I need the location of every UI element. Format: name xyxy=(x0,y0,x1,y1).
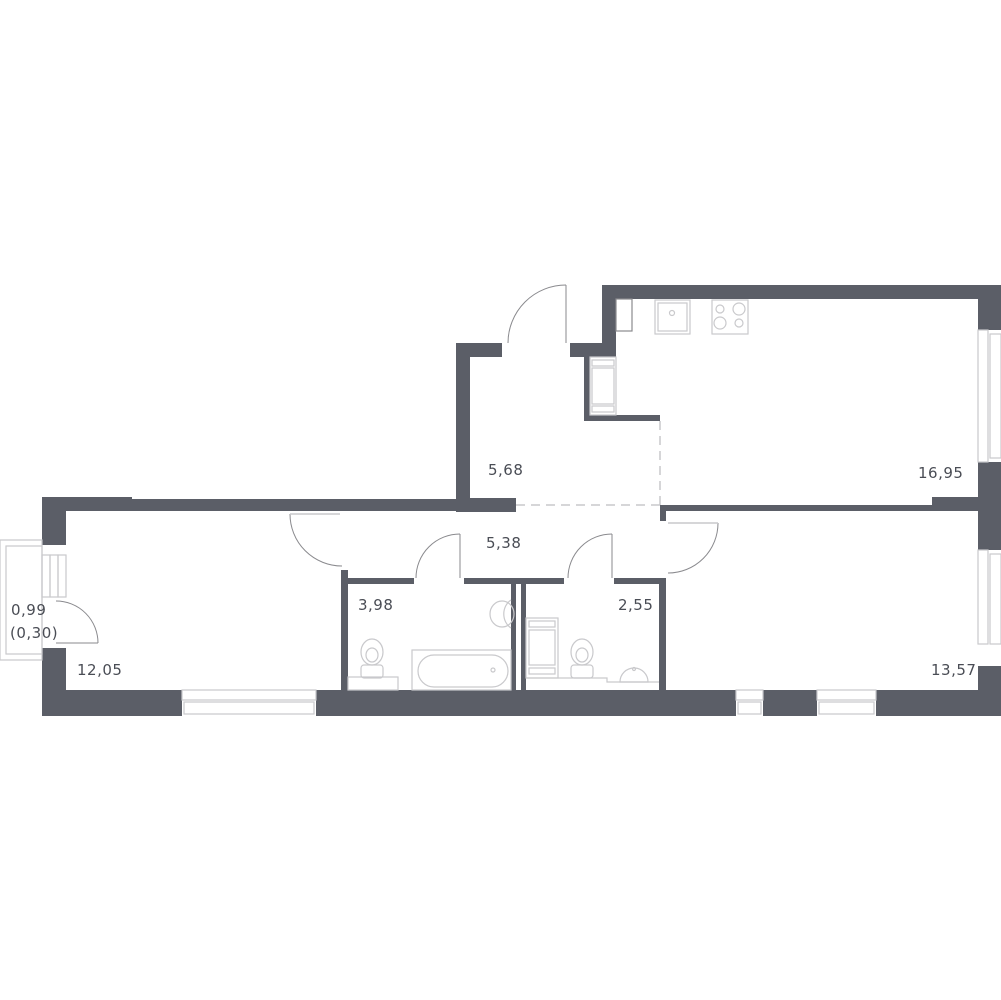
washing-machine-icon xyxy=(525,617,559,679)
balcony xyxy=(0,539,43,661)
room-area-bedroom-left: 12,05 xyxy=(77,661,123,679)
toilet-icon xyxy=(360,638,384,679)
room-area-wc: 2,55 xyxy=(618,596,654,614)
windows xyxy=(41,329,1001,715)
room-area-bedroom-right: 13,57 xyxy=(931,661,977,679)
room-area-balcony: 0,99 xyxy=(11,601,47,619)
fixtures xyxy=(347,298,749,691)
wc-sink-icon xyxy=(619,666,649,683)
wc-toilet-icon xyxy=(570,638,594,679)
room-area-kitchen: 16,95 xyxy=(918,464,964,482)
room-area-balcony-reduced: (0,30) xyxy=(10,624,59,642)
fridge-icon xyxy=(589,356,617,416)
bathtub-icon xyxy=(411,649,512,691)
zone-dividers xyxy=(516,421,661,506)
walls xyxy=(42,285,1001,716)
room-area-corridor: 5,38 xyxy=(486,534,522,552)
kitchen-sink-icon xyxy=(654,299,691,335)
bathroom-sink-icon xyxy=(489,599,515,629)
room-area-bathroom: 3,98 xyxy=(358,596,394,614)
room-area-entrance: 5,68 xyxy=(488,461,524,479)
stove-icon xyxy=(711,299,749,335)
doors xyxy=(55,284,719,644)
